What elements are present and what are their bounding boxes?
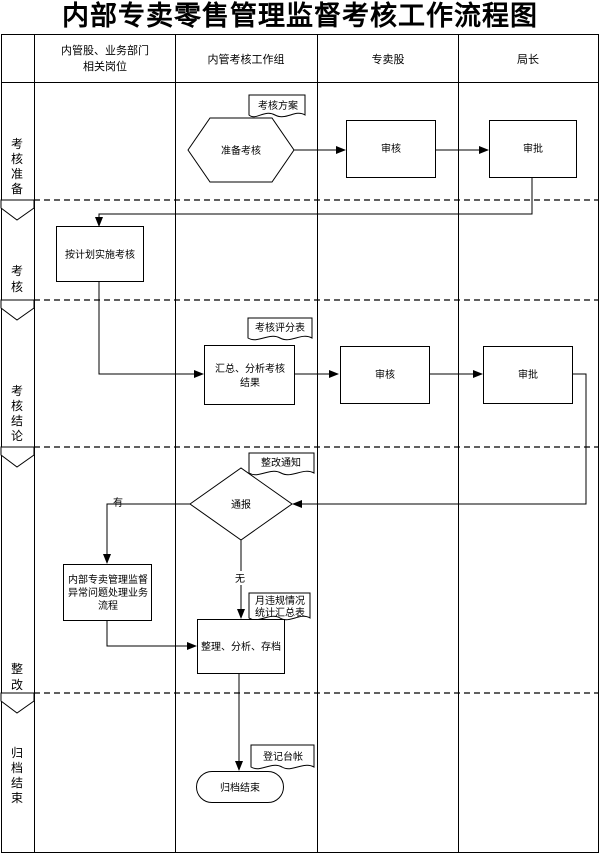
prepare-node: 准备考核 — [187, 117, 295, 183]
svg-text:流程: 流程 — [98, 599, 118, 612]
lane-header-1-line1: 内管股、业务部门 — [61, 43, 149, 57]
svg-text:档: 档 — [11, 761, 23, 775]
lane-header-3: 专卖股 — [372, 52, 405, 66]
svg-text:考: 考 — [11, 384, 23, 398]
svg-text:核: 核 — [11, 152, 23, 166]
svg-text:结果: 结果 — [240, 376, 260, 389]
svg-text:整改通知: 整改通知 — [261, 456, 301, 469]
monthly-stats-document: 月违规情况 统计汇总表 — [248, 592, 311, 621]
svg-text:归档结束: 归档结束 — [220, 781, 260, 794]
svg-text:按计划实施考核: 按计划实施考核 — [65, 248, 135, 261]
svg-text:考核方案: 考核方案 — [258, 99, 298, 112]
organize-node: 整理、分析、存档 — [197, 619, 285, 674]
phase-label-archive: 归 档 结 束 — [11, 746, 23, 805]
report-decision: 通报 — [189, 467, 293, 541]
svg-text:审批: 审批 — [523, 142, 543, 155]
svg-text:核: 核 — [11, 280, 23, 294]
svg-text:核: 核 — [11, 399, 23, 413]
swimlane-grid — [1, 34, 599, 853]
svg-text:束: 束 — [11, 791, 23, 805]
svg-text:改: 改 — [11, 678, 23, 692]
connectors — [95, 146, 587, 771]
branch-yes-label: 有 — [113, 496, 123, 509]
svg-text:考核评分表: 考核评分表 — [255, 321, 305, 334]
review-node-2: 审核 — [340, 346, 430, 404]
svg-text:论: 论 — [11, 429, 23, 443]
svg-text:审批: 审批 — [518, 368, 538, 381]
phase-chevrons — [0, 199, 35, 714]
svg-text:登记台帐: 登记台帐 — [263, 750, 303, 763]
notice-document: 整改通知 — [248, 452, 315, 476]
score-document: 考核评分表 — [247, 317, 313, 341]
phase-label-fix: 整 改 — [11, 661, 23, 692]
svg-text:结: 结 — [11, 414, 23, 428]
phase-label-prep: 考 核 准 备 — [11, 137, 23, 196]
phase-separators — [34, 199, 598, 694]
plan-document: 考核方案 — [248, 94, 306, 118]
page-title: 内部专卖零售管理监督考核工作流程图 — [62, 1, 538, 32]
end-terminator: 归档结束 — [196, 771, 284, 803]
phase-label-exec: 考 核 — [11, 264, 23, 294]
svg-text:归: 归 — [11, 746, 23, 760]
svg-text:准: 准 — [11, 167, 23, 181]
implement-node: 按计划实施考核 — [56, 226, 144, 282]
svg-text:月违规情况: 月违规情况 — [255, 594, 305, 607]
svg-text:整: 整 — [11, 661, 23, 676]
branch-no-label: 无 — [235, 574, 245, 585]
svg-text:考: 考 — [11, 137, 23, 151]
approve-node-2: 审批 — [483, 346, 573, 404]
lane-header-2: 内管考核工作组 — [208, 52, 285, 66]
approve-node-1: 审批 — [489, 120, 577, 178]
svg-text:考: 考 — [11, 264, 23, 278]
svg-text:准备考核: 准备考核 — [221, 144, 261, 157]
svg-text:内部专卖管理监督: 内部专卖管理监督 — [68, 573, 148, 586]
subprocess-node: 内部专卖管理监督 异常问题处理业务 流程 — [63, 564, 152, 621]
ledger-document: 登记台帐 — [250, 744, 315, 770]
svg-text:结: 结 — [11, 776, 23, 790]
svg-text:备: 备 — [11, 182, 23, 196]
svg-text:审核: 审核 — [375, 368, 395, 381]
svg-text:通报: 通报 — [231, 498, 251, 511]
svg-text:整理、分析、存档: 整理、分析、存档 — [201, 640, 281, 653]
review-node-1: 审核 — [346, 120, 436, 178]
svg-text:统计汇总表: 统计汇总表 — [255, 606, 305, 619]
svg-text:汇总、分析考核: 汇总、分析考核 — [215, 362, 285, 375]
svg-text:审核: 审核 — [381, 142, 401, 155]
svg-text:异常问题处理业务: 异常问题处理业务 — [68, 586, 148, 599]
lane-header-1-line2: 相关岗位 — [83, 59, 127, 73]
lane-header-4: 局长 — [517, 53, 539, 66]
phase-label-result: 考 核 结 论 — [11, 384, 23, 443]
summarize-node: 汇总、分析考核 结果 — [204, 345, 295, 405]
